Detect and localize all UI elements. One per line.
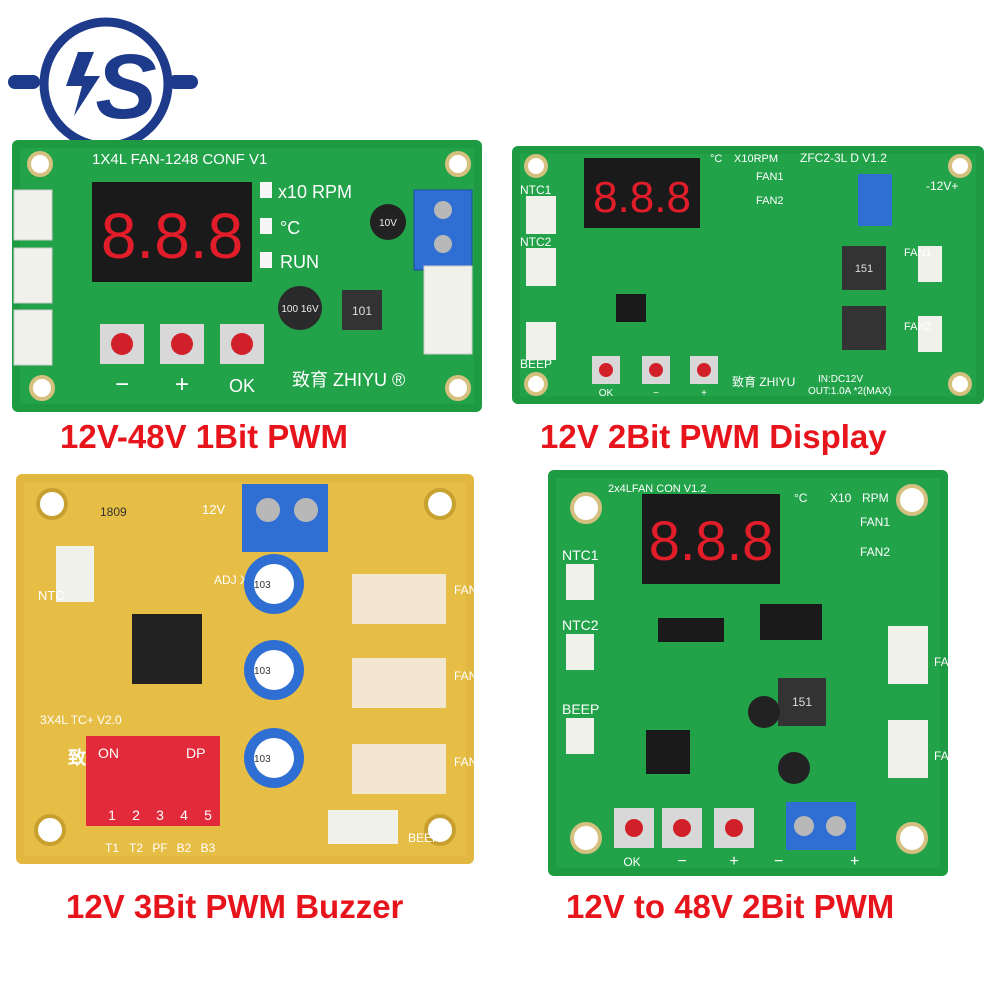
board-label: 1X4L FAN-1248 CONF V1	[92, 151, 267, 168]
svg-text:−: −	[774, 853, 783, 870]
svg-text:BEEP: BEEP	[520, 357, 552, 371]
svg-text:PF: PF	[152, 841, 167, 855]
svg-text:NTC1: NTC1	[562, 547, 599, 563]
svg-text:RPM: RPM	[862, 491, 889, 505]
board-4-photo: 2x4LFAN CON V1.2 8.8.8 °C X10 RPM FAN1 F…	[548, 470, 948, 876]
svg-text:T1: T1	[105, 841, 119, 855]
svg-text:OK: OK	[599, 388, 614, 399]
svg-text:3: 3	[156, 807, 164, 823]
svg-text:NTC1: NTC1	[520, 183, 552, 197]
svg-text:FAN1: FAN1	[860, 515, 890, 529]
board-3-photo: NTC 1809 12V ADJ X3 103 103 103 FAN1 FAN…	[16, 474, 474, 864]
svg-text:FAN1: FAN1	[904, 247, 932, 259]
svg-text:101: 101	[352, 304, 372, 318]
indicator-rpm: x10 RPM	[278, 182, 352, 202]
svg-text:DP: DP	[186, 745, 205, 761]
svg-text:B3: B3	[201, 841, 216, 855]
svg-text:ZFC2-3L D V1.2: ZFC2-3L D V1.2	[800, 151, 887, 165]
indicator-temp: °C	[280, 218, 300, 238]
svg-text:BEEP: BEEP	[408, 831, 440, 845]
indicator-run: RUN	[280, 252, 319, 272]
svg-text:OUT:1.0A *2(MAX): OUT:1.0A *2(MAX)	[808, 386, 891, 397]
board-1-photo: 1X4L FAN-1248 CONF V1 8.8.8 x10 RPM °C R…	[12, 140, 482, 412]
svg-text:X10RPM: X10RPM	[734, 153, 778, 165]
svg-text:NTC2: NTC2	[562, 617, 599, 633]
svg-text:8.8.8: 8.8.8	[649, 509, 774, 572]
svg-text:103: 103	[254, 580, 271, 591]
svg-text:100 16V: 100 16V	[281, 304, 319, 315]
button-ok-label: OK	[229, 376, 255, 396]
svg-text:2x4LFAN CON V1.2: 2x4LFAN CON V1.2	[608, 483, 706, 495]
svg-text:4: 4	[180, 807, 188, 823]
svg-text:151: 151	[792, 695, 812, 709]
svg-text:103: 103	[254, 666, 271, 677]
product-caption-4: 12V to 48V 2Bit PWM	[566, 888, 895, 925]
seven-seg-display: 8.8.8	[101, 200, 243, 272]
svg-text:3X4L TC+ V2.0: 3X4L TC+ V2.0	[40, 713, 122, 727]
svg-text:FAN1: FAN1	[934, 655, 948, 669]
svg-text:1809: 1809	[100, 505, 127, 519]
product-caption-3: 12V 3Bit PWM Buzzer	[66, 888, 404, 925]
svg-text:12V: 12V	[202, 502, 225, 517]
svg-text:T2: T2	[129, 841, 143, 855]
svg-text:X10: X10	[830, 491, 852, 505]
svg-text:+: +	[729, 853, 738, 870]
svg-text:5: 5	[204, 807, 212, 823]
svg-text:8.8.8: 8.8.8	[593, 173, 691, 222]
svg-text:FAN2: FAN2	[454, 669, 474, 683]
svg-text:+: +	[850, 853, 859, 870]
svg-text:FAN1: FAN1	[756, 171, 784, 183]
svg-text:BEEP: BEEP	[562, 701, 599, 717]
svg-text:+: +	[701, 388, 707, 399]
svg-text:FAN2: FAN2	[934, 749, 948, 763]
svg-text:1: 1	[108, 807, 116, 823]
svg-text:IN:DC12V: IN:DC12V	[818, 374, 863, 385]
button-minus-label: −	[115, 371, 129, 398]
product-caption-2: 12V 2Bit PWM Display	[540, 418, 887, 455]
svg-text:-12V+: -12V+	[926, 179, 958, 193]
svg-text:ON: ON	[98, 745, 119, 761]
svg-text:−: −	[677, 853, 686, 870]
svg-text:°C: °C	[794, 491, 808, 505]
svg-text:FAN2: FAN2	[904, 321, 932, 333]
svg-text:2: 2	[132, 807, 140, 823]
svg-text:FAN1: FAN1	[454, 583, 474, 597]
svg-text:103: 103	[254, 754, 271, 765]
product-caption-1: 12V-48V 1Bit PWM	[60, 418, 348, 455]
button-plus-label: +	[175, 371, 189, 398]
svg-text:FAN2: FAN2	[756, 195, 784, 207]
board-2-photo: 8.8.8 °C X10RPM FAN1 FAN2 ZFC2-3L D V1.2…	[512, 146, 984, 404]
svg-text:°C: °C	[710, 153, 722, 165]
svg-text:FAN2: FAN2	[860, 545, 890, 559]
svg-text:B2: B2	[177, 841, 192, 855]
svg-text:NTC: NTC	[38, 588, 65, 603]
svg-text:FAN3: FAN3	[454, 755, 474, 769]
svg-text:151: 151	[855, 263, 873, 275]
svg-text:NTC2: NTC2	[520, 235, 552, 249]
logo-letter: S	[95, 36, 156, 138]
svg-text:OK: OK	[623, 855, 640, 869]
brand-label: 致育 ZHIYU ®	[292, 370, 405, 390]
brand-logo: S	[8, 17, 198, 151]
svg-text:10V: 10V	[379, 218, 397, 229]
svg-text:−: −	[653, 388, 659, 399]
svg-text:致育 ZHIYU: 致育 ZHIYU	[732, 374, 795, 389]
